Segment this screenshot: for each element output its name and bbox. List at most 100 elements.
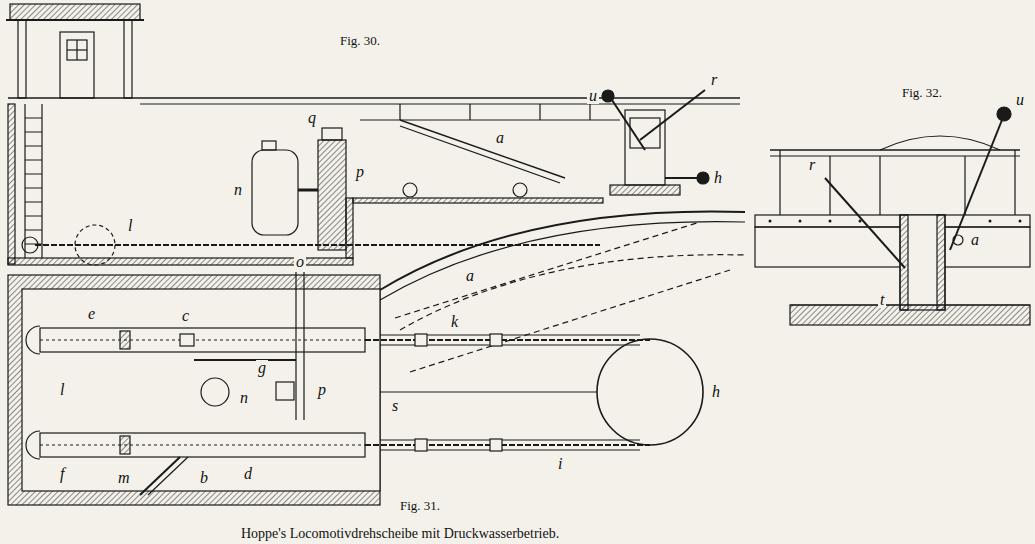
deck (755, 215, 1030, 227)
callout-letter: f (58, 466, 66, 482)
railing-arch (880, 136, 1000, 150)
callout-letter: s (390, 398, 400, 414)
machine-room (22, 289, 380, 491)
callout-letter: h (710, 384, 722, 400)
fig32-section (755, 107, 1030, 325)
rod-ball (697, 172, 709, 184)
stiffener (399, 104, 400, 120)
callout-letter: p (316, 382, 328, 398)
valve-box (276, 382, 294, 400)
ground-line (8, 97, 740, 99)
stiffener (589, 104, 590, 120)
callout-letter: g (256, 360, 268, 376)
figure-number: Fig. 30. (338, 34, 382, 47)
supply-pipe (303, 272, 304, 420)
pit-wall (380, 222, 745, 300)
valve-head (322, 128, 342, 140)
callout-letter: d (242, 466, 254, 482)
roof-eave (6, 19, 144, 21)
callout-letter: u (1014, 92, 1026, 108)
plate (490, 334, 502, 346)
column-wall (937, 215, 945, 310)
press-column (318, 140, 346, 250)
callout-letter: r (807, 157, 817, 173)
girder-flange (360, 119, 620, 120)
callout-letter: p (354, 164, 366, 180)
callout-letter: e (86, 306, 97, 322)
pivot-housing (625, 110, 665, 185)
callout-letter: q (306, 110, 318, 126)
tank-valve (262, 141, 276, 150)
callout-letter: c (180, 308, 191, 324)
chain (40, 444, 365, 445)
roller (403, 183, 417, 197)
pit-circle (400, 255, 745, 330)
lever (825, 178, 905, 268)
callout-letter: n (238, 390, 250, 406)
pivot-column (900, 215, 945, 310)
railing (770, 149, 1020, 151)
foundation (790, 305, 1030, 325)
figure-caption: Hoppe's Locomotivdrehscheibe mit Druckwa… (239, 527, 561, 541)
figure-number: Fig. 31. (398, 499, 442, 512)
pressure-tank (252, 150, 298, 235)
callout-letter: h (712, 170, 724, 186)
fig31-plan (8, 211, 745, 505)
machine-room-wall (8, 275, 380, 505)
pit-wall (380, 211, 745, 290)
valve (180, 334, 194, 346)
callout-letter: k (449, 314, 460, 330)
press-cylinder (40, 433, 365, 457)
pin (953, 235, 963, 245)
pulley (75, 225, 115, 265)
hut-post (18, 20, 26, 98)
lever-ball (602, 90, 614, 102)
girder (755, 227, 1030, 267)
pit-floor (353, 198, 603, 203)
plate (415, 334, 427, 346)
stiffener (469, 104, 470, 120)
ladder-rail (41, 104, 42, 258)
stiffener (539, 104, 540, 120)
chain (365, 444, 650, 446)
pipe (194, 359, 296, 361)
drain-pipe (140, 457, 180, 495)
rivets (770, 220, 1020, 223)
callout-letter: o (294, 254, 306, 270)
figure-number: Fig. 32. (900, 86, 944, 99)
callout-letter: l (126, 218, 134, 234)
centre-line (380, 391, 597, 392)
ladder-rail (24, 104, 25, 258)
turned-girder (395, 222, 700, 318)
window-bar (67, 49, 87, 50)
lever-ball (997, 107, 1011, 121)
callout-letter: a (494, 130, 506, 146)
callout-letter: m (116, 470, 132, 486)
deck-line (140, 103, 740, 104)
callout-letter: b (198, 470, 210, 486)
lever (640, 90, 705, 140)
chain-drum (597, 339, 703, 445)
supply-pipe (295, 272, 296, 420)
cellar-wall (346, 198, 353, 258)
roller (513, 183, 527, 197)
plate (490, 439, 502, 451)
chain (40, 339, 365, 340)
hut-post (124, 20, 132, 98)
callout-letter: n (232, 182, 244, 198)
lever (950, 120, 1002, 250)
callout-letter: t (878, 292, 886, 308)
strut (400, 120, 565, 178)
pipe (298, 189, 318, 192)
strut (400, 126, 560, 183)
railing-posts (780, 150, 1015, 215)
hut-roof (10, 4, 140, 20)
cellar-wall (8, 104, 15, 264)
plate (415, 439, 427, 451)
lever (612, 100, 645, 150)
drain-pipe (148, 457, 188, 495)
callout-letter: r (709, 72, 719, 88)
air-vessel (201, 378, 229, 406)
